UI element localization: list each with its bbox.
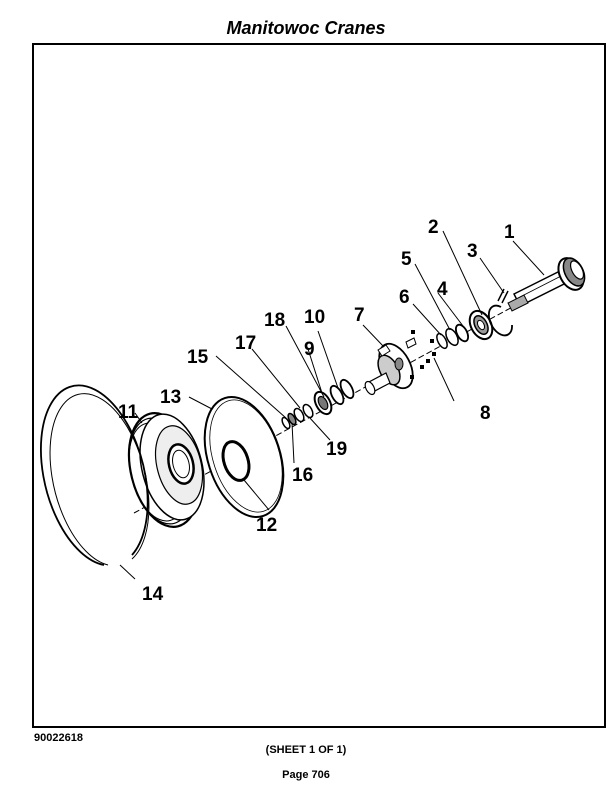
callout-6: 6 <box>399 287 410 308</box>
callout-13: 13 <box>160 387 181 408</box>
part-16-ring <box>287 412 297 426</box>
callout-10: 10 <box>304 307 325 328</box>
part-6-ring <box>436 332 448 350</box>
callout-1: 1 <box>504 222 515 243</box>
exploded-parts-diagram: 1 2 3 4 5 6 7 8 9 10 11 12 13 14 15 16 1… <box>40 217 586 605</box>
part-17-ring <box>293 407 305 423</box>
part-19-ring <box>302 403 314 419</box>
part-18-bearing <box>313 390 333 416</box>
callout-4: 4 <box>437 279 448 300</box>
part-8-bolts <box>410 330 436 379</box>
leader-lines <box>119 230 545 580</box>
callout-16: 16 <box>292 465 313 486</box>
drawing-number: 90022618 <box>34 732 83 744</box>
page-title: Manitowoc Cranes <box>226 18 386 38</box>
callout-18: 18 <box>264 310 285 331</box>
callout-15: 15 <box>187 347 209 368</box>
callout-19: 19 <box>326 439 347 460</box>
callout-9: 9 <box>304 339 315 360</box>
part-12-seal <box>221 440 251 482</box>
callout-7: 7 <box>354 305 365 326</box>
part-7-housing <box>364 337 417 396</box>
part-15-ring <box>281 416 291 430</box>
part-5-ring <box>445 327 459 347</box>
callout-14: 14 <box>142 584 164 605</box>
callout-12: 12 <box>256 515 277 536</box>
callout-2: 2 <box>428 217 439 238</box>
page-number: Page 706 <box>282 769 330 781</box>
diagram-frame: 1 2 3 4 5 6 7 8 9 10 11 12 13 14 15 16 1… <box>32 43 606 728</box>
part-1-shaft-gear <box>507 257 586 312</box>
callout-8: 8 <box>480 403 491 424</box>
callout-3: 3 <box>467 241 478 262</box>
callout-17: 17 <box>235 333 256 354</box>
sheet-label: (SHEET 1 OF 1) <box>265 744 347 756</box>
part-14-snap-ring <box>40 384 149 566</box>
callout-5: 5 <box>401 249 412 270</box>
part-11-piston <box>127 412 205 528</box>
callout-11: 11 <box>118 402 139 423</box>
part-10-ring <box>339 378 355 400</box>
part-9-ring <box>329 384 345 406</box>
